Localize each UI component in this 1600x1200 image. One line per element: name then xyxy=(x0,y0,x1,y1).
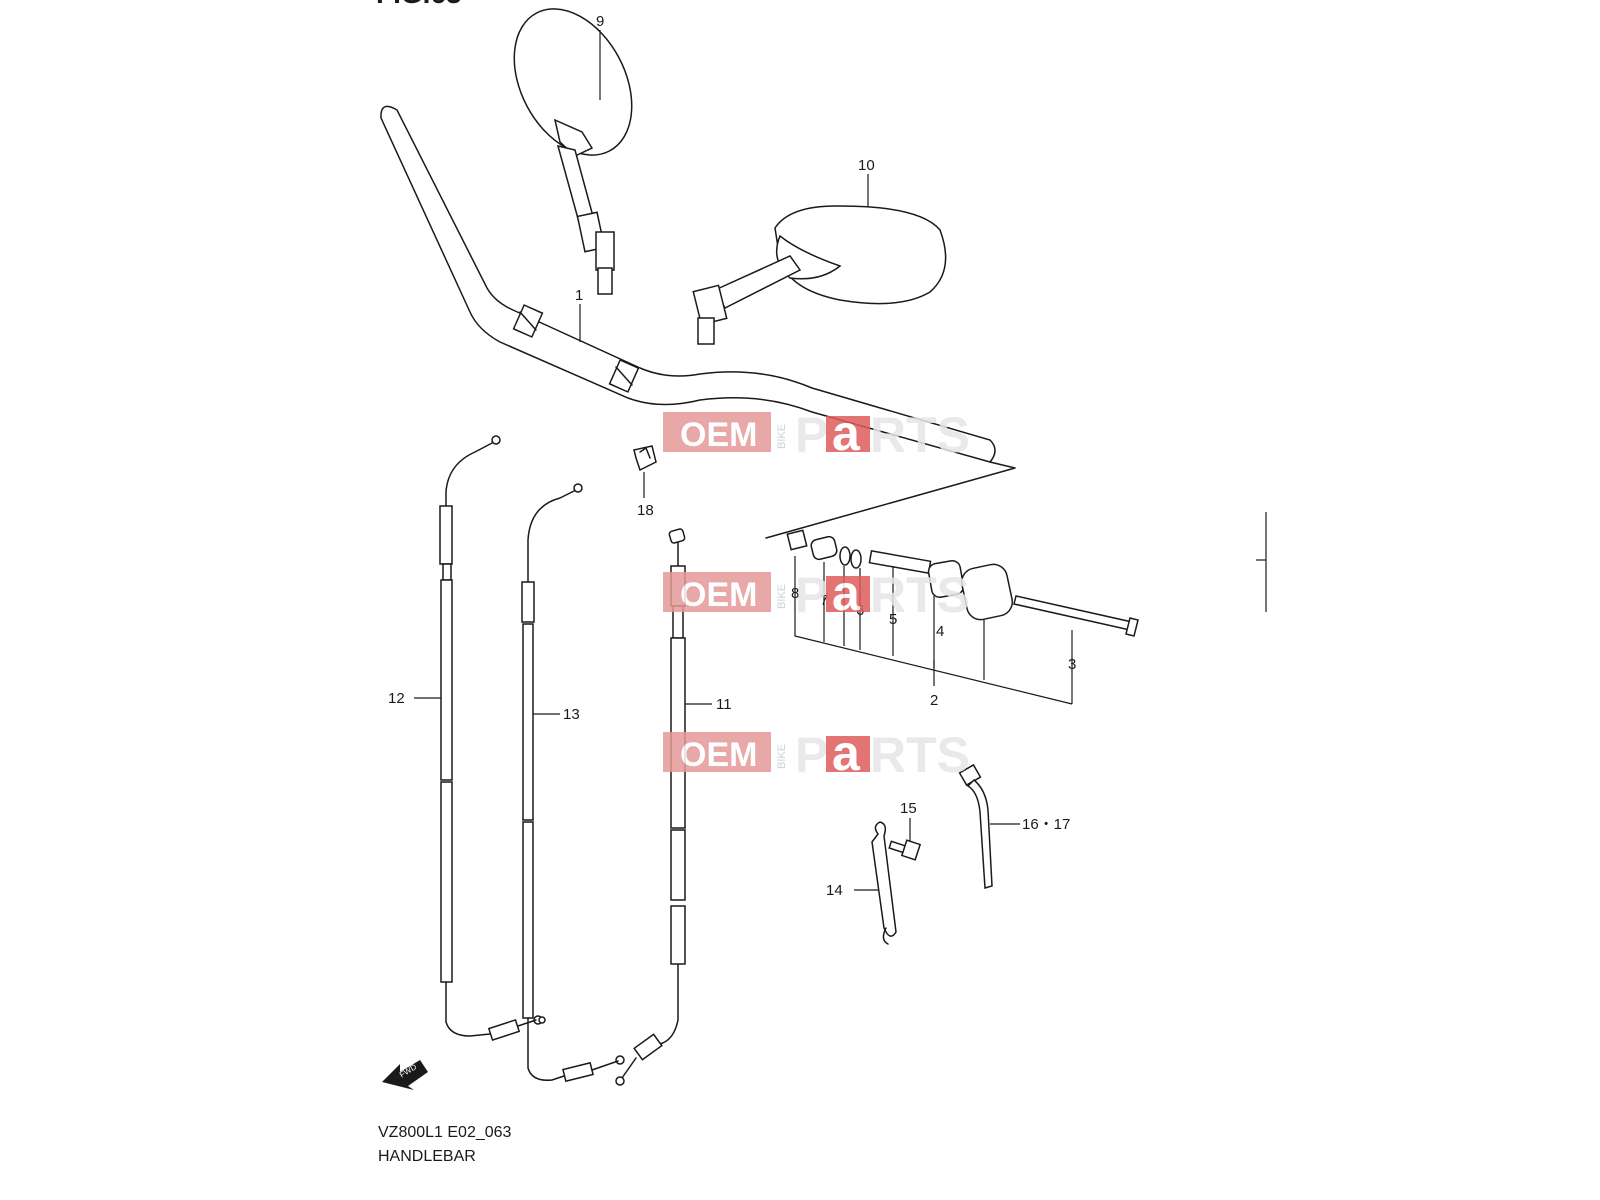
callout-13: 13 xyxy=(563,706,580,723)
svg-text:P: P xyxy=(795,567,828,623)
callout-16-17: 16・17 xyxy=(1022,816,1070,833)
mirror-left[interactable] xyxy=(490,0,655,295)
clamp-14[interactable] xyxy=(871,821,897,945)
callout-11: 11 xyxy=(716,696,732,713)
callout-18: 18 xyxy=(637,502,654,519)
callout-15: 15 xyxy=(900,800,917,817)
watermark-2: OEM BIKE P a RTS xyxy=(663,565,970,623)
callout-8: 8 xyxy=(791,585,799,602)
callout-4: 4 xyxy=(936,623,944,640)
callout-3: 3 xyxy=(1068,656,1076,673)
mirror-right[interactable] xyxy=(692,205,947,345)
watermark-3: OEM BIKE P a RTS xyxy=(663,725,970,783)
svg-text:a: a xyxy=(832,565,861,621)
cushion-7[interactable] xyxy=(810,535,838,561)
svg-text:OEM: OEM xyxy=(680,736,757,774)
clamp-band-16-17[interactable] xyxy=(958,763,993,889)
svg-text:RTS: RTS xyxy=(870,727,970,783)
balancer-screw-3[interactable] xyxy=(1013,595,1139,637)
callout-12: 12 xyxy=(388,690,405,707)
figure-title: FIG.63 xyxy=(376,0,462,10)
svg-text:RTS: RTS xyxy=(870,407,970,463)
balancer-4[interactable] xyxy=(927,559,965,599)
handlebar[interactable] xyxy=(380,105,996,463)
throttle-cable-13[interactable] xyxy=(521,483,625,1083)
svg-text:OEM: OEM xyxy=(680,576,757,614)
clamp-18[interactable] xyxy=(633,445,657,472)
svg-text:BIKE: BIKE xyxy=(776,424,788,449)
callout-9: 9 xyxy=(596,13,604,30)
callout-1: 1 xyxy=(575,287,583,304)
callout-10: 10 xyxy=(858,157,875,174)
svg-text:OEM: OEM xyxy=(680,416,757,454)
svg-text:a: a xyxy=(832,725,861,781)
forward-arrow-icon: FWD xyxy=(382,1060,428,1090)
svg-text:RTS: RTS xyxy=(870,567,970,623)
svg-text:a: a xyxy=(832,405,861,461)
nut-8[interactable] xyxy=(786,529,808,551)
svg-text:BIKE: BIKE xyxy=(776,584,788,609)
callout-2: 2 xyxy=(930,692,938,709)
bolt-15[interactable] xyxy=(888,839,922,861)
callout-14: 14 xyxy=(826,882,843,899)
callout-5: 5 xyxy=(889,611,897,628)
svg-text:BIKE: BIKE xyxy=(776,744,788,769)
callout-7: 7 xyxy=(820,592,828,609)
washer-6[interactable] xyxy=(839,546,862,569)
model-code: VZ800L1 E02_063 xyxy=(378,1124,512,1141)
figure-name: HANDLEBAR xyxy=(378,1148,476,1165)
balancer-end[interactable] xyxy=(959,562,1015,622)
svg-text:P: P xyxy=(795,727,828,783)
throttle-cable-12[interactable] xyxy=(439,435,543,1041)
svg-text:P: P xyxy=(795,407,828,463)
watermark-1: OEM BIKE P a RTS xyxy=(663,405,970,463)
